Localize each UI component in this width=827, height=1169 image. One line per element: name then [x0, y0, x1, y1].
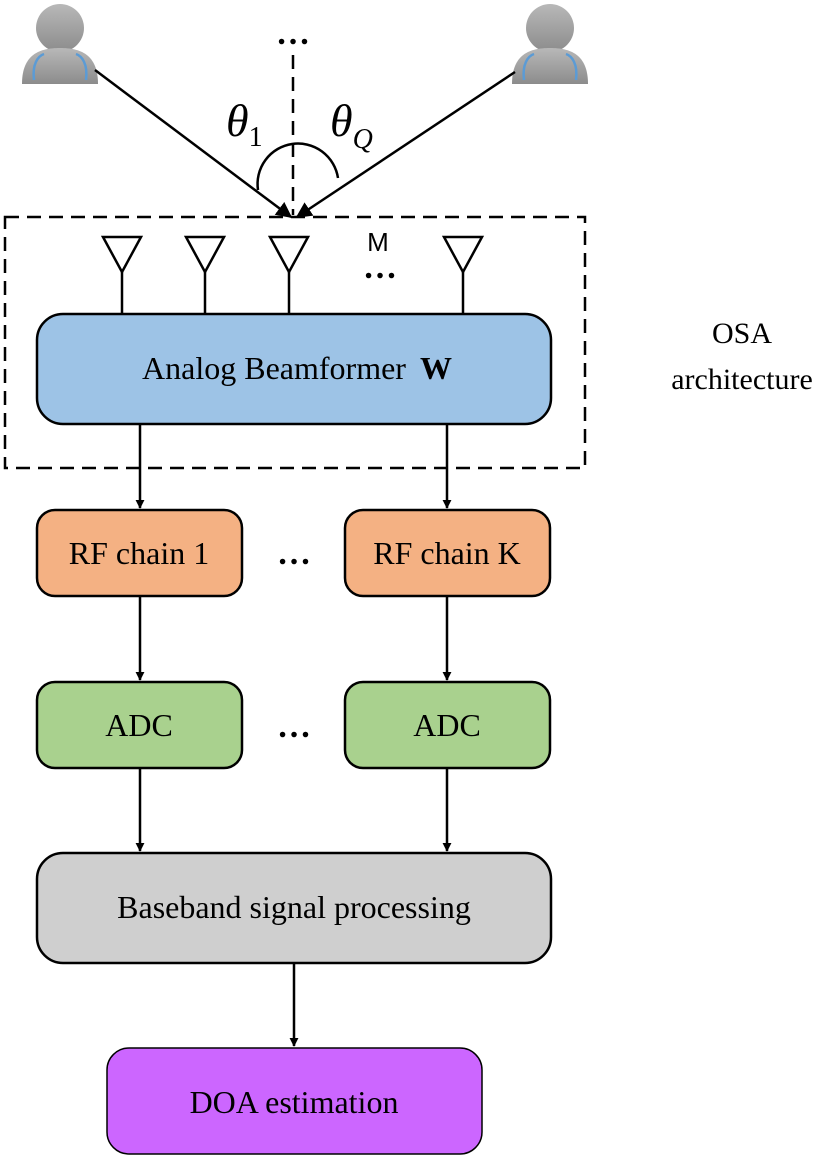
- left-user-icon: [22, 4, 98, 84]
- adc-k-label: ADC: [413, 707, 481, 743]
- adc-ellipsis: …: [277, 708, 311, 745]
- osa-label-line2: architecture: [671, 363, 813, 396]
- signal-ray-right: [295, 70, 516, 219]
- antenna-count-label: M: [367, 227, 389, 257]
- antenna-icon: [441, 235, 485, 314]
- antenna-icon: [267, 235, 311, 314]
- antenna-ellipsis: …: [363, 249, 397, 286]
- doa-estimation-label: DOA estimation: [190, 1084, 399, 1120]
- doa-estimation-box: [106, 1047, 483, 1155]
- antenna-icon: [183, 235, 227, 314]
- antenna-icon: [100, 235, 144, 314]
- top-ellipsis: …: [276, 15, 310, 52]
- angle-arc: [256, 142, 340, 191]
- rf-chain-k-label: RF chain K: [373, 535, 521, 571]
- right-user-icon: [512, 4, 588, 84]
- adc-1-label: ADC: [105, 707, 173, 743]
- osa-label-line1: OSA: [712, 317, 772, 350]
- osa-boundary-box: [3, 215, 587, 470]
- rf-chain-1-label: RF chain 1: [69, 535, 209, 571]
- rf-chain-ellipsis: …: [277, 535, 311, 572]
- antenna-array: [100, 235, 485, 314]
- theta-q-label: θQ: [330, 95, 373, 155]
- analog-beamformer-box: [35, 312, 553, 426]
- theta-1-label: θ1: [226, 95, 263, 153]
- baseband-processing-label: Baseband signal processing: [117, 889, 471, 925]
- signal-ray-left: [94, 69, 293, 218]
